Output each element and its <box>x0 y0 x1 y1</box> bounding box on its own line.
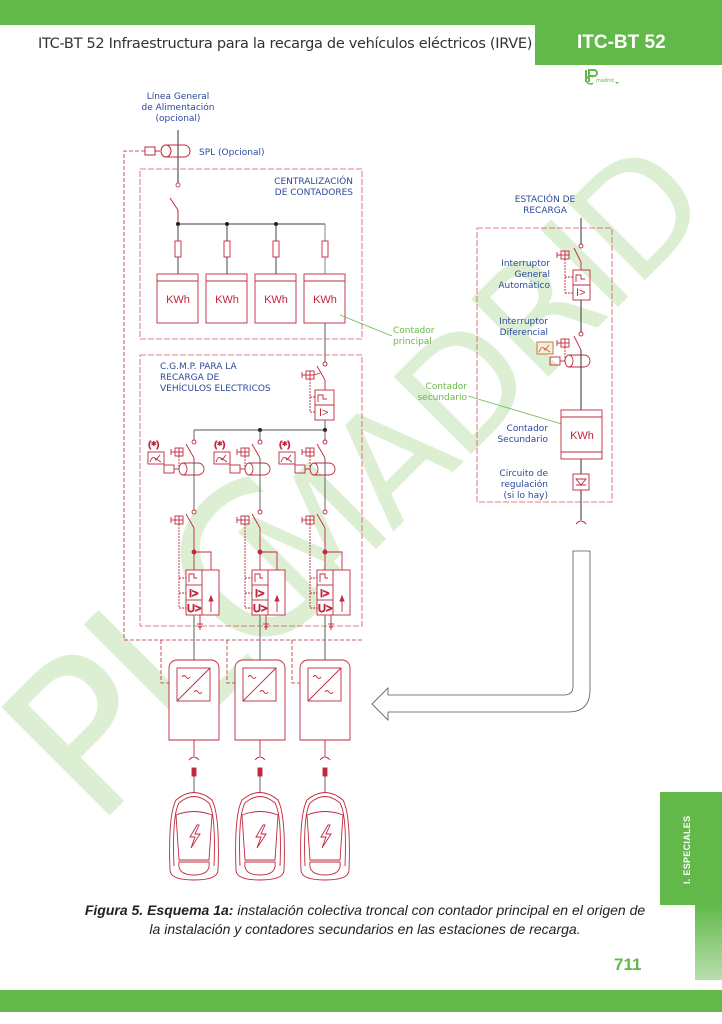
cgmp-label-3: VEHÍCULOS ELECTRICOS <box>160 382 271 394</box>
contador-secundario-green-label-2: secundario <box>417 393 467 403</box>
charger-connector-icon <box>188 756 200 761</box>
contador-secundario-green-label-1: Contador <box>426 382 468 392</box>
meter-label-2: KWh <box>215 294 239 306</box>
cgmp-label-1: C.G.M.P. PARA LA <box>160 362 237 372</box>
interruptor-general-label-2: General <box>515 270 550 280</box>
caption-bold: Figura 5. Esquema 1a: <box>84 902 234 918</box>
estacion-label-1: ESTACIÓN DE <box>515 193 576 205</box>
overvoltage-label: U> <box>318 603 332 615</box>
station-box <box>476 227 613 503</box>
interruptor-diferencial-label-1: Interruptor <box>499 317 548 327</box>
charger-connector-icon <box>319 756 331 761</box>
main-switch <box>169 197 179 211</box>
svg-text:madrid: madrid <box>596 78 614 84</box>
circuit-2: I> U> (*) <box>213 430 286 665</box>
flow-arrow <box>371 550 591 721</box>
circuito-label-1: Circuito de <box>499 469 548 479</box>
meter-group: KWh KWh KWh KWh <box>156 224 346 324</box>
overvoltage-label: U> <box>253 603 267 615</box>
electric-car-icon <box>235 792 285 881</box>
contador-principal-label-2: principal <box>393 337 432 347</box>
watermark: PLC MADRID <box>0 115 722 865</box>
charger-3 <box>299 659 351 881</box>
earth-loop <box>123 150 362 641</box>
contador-secundario-label-2: Secundario <box>497 435 548 445</box>
side-tab-label: I. ESPECIALES <box>682 815 692 884</box>
charger-connector-icon <box>254 756 266 761</box>
charger-1 <box>168 659 220 881</box>
circuit-3: I> U> (*) <box>278 430 351 665</box>
meter-label-1: KWh <box>166 294 190 306</box>
charger-2 <box>234 659 286 881</box>
cgmp-box <box>139 354 363 627</box>
cgmp-label-2: RECARGA DE <box>160 373 220 383</box>
page-number: 711 <box>614 955 642 974</box>
caption-line-1: instalación colectiva troncal con contad… <box>233 902 646 918</box>
side-tab-gradient <box>695 905 722 980</box>
station-differential <box>536 331 591 368</box>
top-bar <box>0 0 722 25</box>
overcurrent-label: I> <box>320 588 329 600</box>
circuit-1: I> U> (*) <box>147 430 220 665</box>
section-side-tab[interactable]: I. ESPECIALES <box>660 792 722 905</box>
contador-secundario-label-1: Contador <box>507 424 549 434</box>
lga-label-1: Línea General <box>147 92 210 102</box>
station-connector-icon <box>575 520 587 525</box>
contador-principal-label-1: Contador <box>393 326 435 336</box>
circuito-label-3: (si lo hay) <box>504 491 549 501</box>
meter-label-3: KWh <box>264 294 288 306</box>
electric-car-icon <box>169 792 219 881</box>
header-tab: ITC-BT 52 <box>535 25 722 65</box>
overvoltage-label: U> <box>187 603 201 615</box>
estacion-label-2: RECARGA <box>523 206 568 216</box>
asterisk-note: (*) <box>279 441 291 451</box>
plc-madrid-logo: madrid <box>585 69 619 85</box>
spl-device <box>144 144 191 158</box>
cgmp-breaker <box>301 361 335 421</box>
centralizacion-label-2: DE CONTADORES <box>275 188 353 198</box>
station-breaker-label: I> <box>576 287 585 299</box>
asterisk-note: (*) <box>148 441 160 451</box>
charger-earth-lines <box>160 640 308 684</box>
interruptor-general-label-3: Automático <box>498 281 550 291</box>
header-title: ITC-BT 52 Infraestructura para la recarg… <box>38 36 533 52</box>
bottom-bar <box>0 990 722 1012</box>
figure-caption: Figura 5. Esquema 1a: instalación colect… <box>70 901 660 939</box>
station-general-breaker <box>556 243 591 301</box>
meter-label-4: KWh <box>313 294 337 306</box>
caption-line-2: la instalación y contadores secundarios … <box>149 921 581 937</box>
lga-label-2: de Alimentación <box>142 102 215 113</box>
overcurrent-label: I> <box>189 588 198 600</box>
lga-label-3: (opcional) <box>156 114 201 124</box>
header-tab-label: ITC-BT 52 <box>577 32 666 53</box>
interruptor-diferencial-label-2: Diferencial <box>500 328 548 338</box>
electric-car-icon <box>300 792 350 881</box>
interruptor-general-label-1: Interruptor <box>501 259 550 269</box>
overcurrent-label: I> <box>255 588 264 600</box>
station-meter-label: KWh <box>570 430 594 442</box>
asterisk-note: (*) <box>214 441 226 451</box>
centralizacion-label-1: CENTRALIZACIÓN <box>274 175 353 187</box>
wiring-diagram: PLC MADRID Línea General de Alimentación… <box>0 92 722 881</box>
centralizacion-box <box>139 168 363 340</box>
regulation-circuit <box>572 473 590 491</box>
spl-label: SPL (Opcional) <box>199 148 265 158</box>
circuito-label-2: regulación <box>501 479 548 490</box>
cgmp-breaker-label: I> <box>319 407 328 419</box>
